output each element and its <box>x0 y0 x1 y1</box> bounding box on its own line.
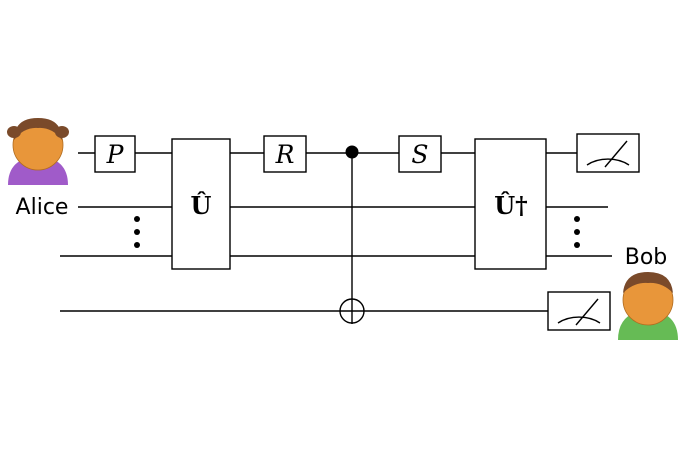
gate-p: P <box>94 135 136 173</box>
gate-p-label: P <box>106 140 125 169</box>
gate-r-label: R <box>275 140 295 169</box>
gate-u: Û <box>171 138 231 270</box>
cnot-control-dot <box>345 145 359 159</box>
gate-u-label: Û <box>191 191 212 220</box>
alice-label: Alice <box>16 195 69 220</box>
bob-label: Bob <box>625 245 668 270</box>
gate-s: S <box>398 135 442 173</box>
gate-u-dagger-label: Û† <box>494 191 527 220</box>
vertical-ellipsis-left <box>134 216 140 248</box>
cnot-target <box>339 298 365 324</box>
vertical-ellipsis-right <box>574 216 580 248</box>
bob-avatar <box>618 272 678 340</box>
gate-u-dagger: Û† <box>474 138 547 270</box>
measurement-meter-icon <box>547 291 611 331</box>
measurement-meter-icon <box>576 133 640 173</box>
gate-r: R <box>263 135 307 173</box>
gate-s-label: S <box>411 140 428 169</box>
alice-avatar <box>7 118 69 185</box>
